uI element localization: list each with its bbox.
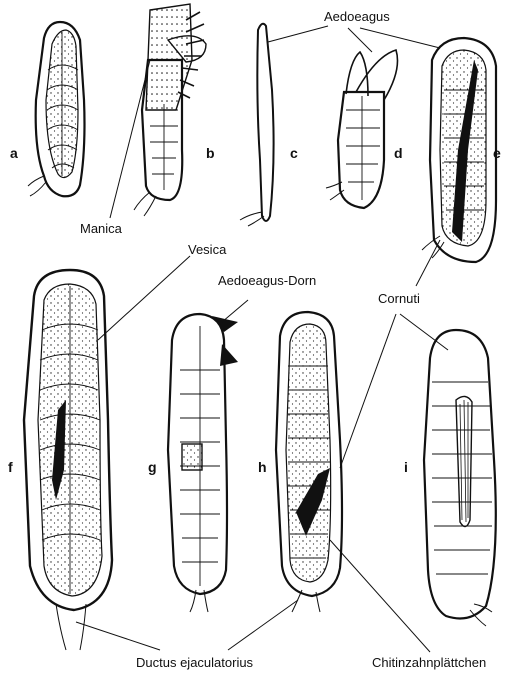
label-vesica: Vesica: [188, 243, 226, 256]
specimen-b-cells: [150, 104, 178, 190]
specimen-d: [326, 50, 398, 208]
specimen-a-ducts: [28, 176, 46, 196]
panel-letter-a: a: [10, 146, 18, 160]
specimen-i-cornuti-lines: [460, 400, 468, 522]
leader-ductus-h: [228, 600, 298, 650]
specimen-f: [24, 270, 112, 650]
label-aedoeagus: Aedoeagus: [324, 10, 390, 23]
specimen-i-outline: [424, 330, 496, 618]
leader-chitin: [330, 540, 430, 652]
specimen-h-vesica: [286, 324, 331, 582]
leader-dorn: [222, 300, 248, 322]
specimen-f-ducts: [56, 604, 86, 650]
specimen-b-manica: [146, 4, 192, 110]
specimen-g-cornuti: [182, 444, 202, 470]
leader-ductus-f: [76, 622, 160, 650]
label-manica: Manica: [80, 222, 122, 235]
specimen-h: [276, 312, 342, 612]
label-aedoeagus-dorn: Aedoeagus-Dorn: [218, 274, 316, 287]
leader-cornuti-i: [400, 314, 448, 350]
specimen-d-outline: [338, 92, 384, 208]
specimen-b: [134, 4, 206, 216]
specimen-a: [28, 22, 85, 196]
panel-letter-f: f: [8, 460, 13, 474]
specimen-i-cells: [432, 382, 492, 574]
leader-cornuti-e: [416, 240, 440, 286]
specimen-c-outline: [257, 24, 273, 221]
specimen-i: [424, 330, 496, 626]
specimen-c: [240, 24, 274, 226]
specimen-c-ducts: [240, 212, 264, 226]
leader-lines: [76, 26, 448, 652]
label-cornuti: Cornuti: [378, 292, 420, 305]
leader-aedoeagus-e: [360, 28, 440, 48]
specimen-d-cells: [346, 96, 380, 200]
leader-cornuti-h: [340, 314, 396, 468]
panel-letter-i: i: [404, 460, 408, 474]
leader-aedoeagus-c: [268, 26, 328, 42]
panel-letter-e: e: [493, 146, 501, 160]
label-chitinzahnplaettchen: Chitinzahnplättchen: [372, 656, 486, 669]
panel-letter-d: d: [394, 146, 403, 160]
panel-letter-g: g: [148, 460, 157, 474]
panel-letter-c: c: [290, 146, 298, 160]
specimen-e: [422, 38, 496, 262]
panel-letter-h: h: [258, 460, 267, 474]
label-ductus-ejaculatorius: Ductus ejaculatorius: [136, 656, 253, 669]
panel-letter-b: b: [206, 146, 215, 160]
leader-aedoeagus-d: [348, 28, 372, 52]
specimen-g: [168, 314, 238, 612]
